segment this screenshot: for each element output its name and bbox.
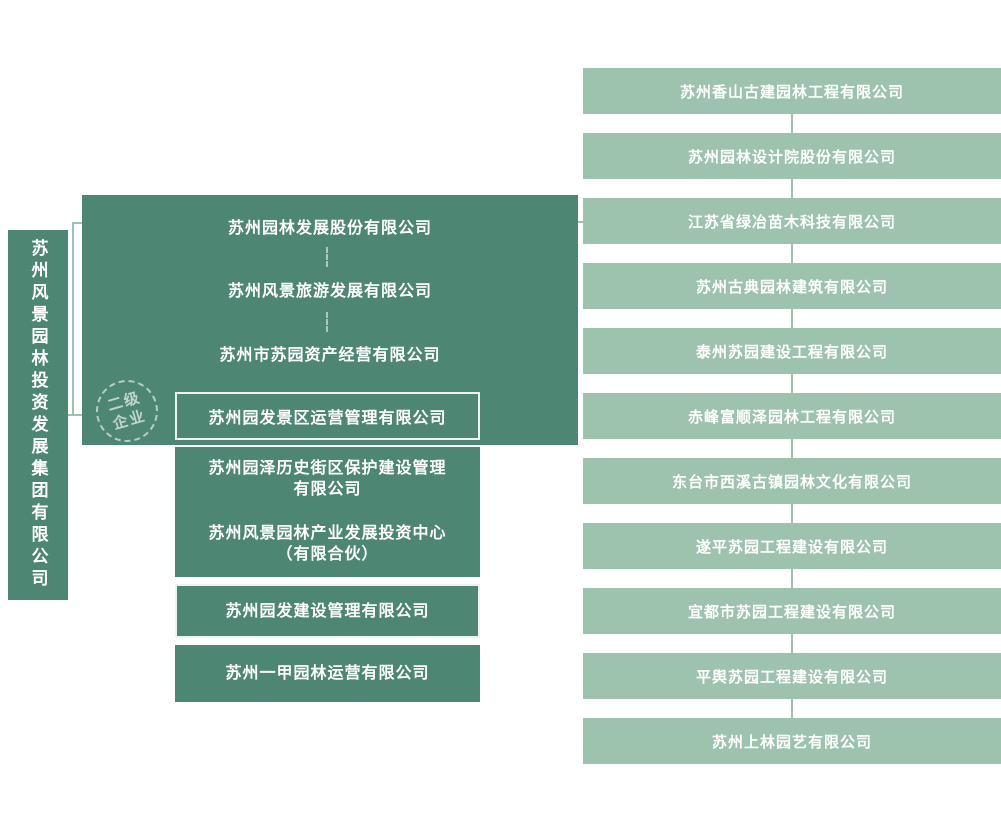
company-name: 苏州上林园艺有限公司	[711, 732, 872, 751]
company-name: 苏州园林设计院股份有限公司	[687, 147, 896, 166]
company-name: 苏州古典园林建筑有限公司	[695, 277, 888, 296]
level3-node: 遂平苏园工程建设有限公司	[583, 523, 1001, 569]
company-name: 苏州香山古建园林工程有限公司	[679, 82, 904, 101]
level2-node-outlined: 苏州园发建设管理有限公司	[175, 584, 480, 638]
level2-node: 苏州市苏园资产经营有限公司	[82, 321, 578, 385]
company-name: 苏州风景旅游发展有限公司	[227, 281, 432, 300]
connector-level3-line	[791, 114, 793, 133]
level3-node: 苏州古典园林建筑有限公司	[583, 263, 1001, 309]
level3-node: 泰州苏园建设工程有限公司	[583, 328, 1001, 374]
company-name: 苏州风景园林产业发展投资中心 （有限合伙）	[208, 523, 447, 563]
connector-panel-to-level3-line	[578, 221, 583, 223]
company-name: 遂平苏园工程建设有限公司	[695, 537, 888, 556]
level2-node-outlined: 苏州园发景区运营管理有限公司	[175, 392, 480, 440]
level3-node: 宜都市苏园工程建设有限公司	[583, 588, 1001, 634]
company-name: 苏州园发景区运营管理有限公司	[208, 408, 447, 427]
company-name: 苏州园发建设管理有限公司	[225, 600, 430, 620]
level2-node: 苏州风景旅游发展有限公司	[82, 257, 578, 321]
company-name: 苏州园林发展股份有限公司	[227, 218, 432, 237]
connector-root-top-line	[72, 222, 82, 224]
level3-node: 平舆苏园工程建设有限公司	[583, 653, 1001, 699]
connector-level3-line	[791, 569, 793, 588]
company-name: 宜都市苏园工程建设有限公司	[687, 602, 896, 621]
company-name: 苏州园泽历史街区保护建设管理 有限公司	[208, 458, 447, 498]
level3-node: 苏州上林园艺有限公司	[583, 718, 1001, 764]
level2-node: 苏州风景园林产业发展投资中心 （有限合伙）	[175, 511, 480, 577]
level3-node: 苏州园林设计院股份有限公司	[583, 133, 1001, 179]
connector-level3-line	[791, 374, 793, 393]
level3-node: 东台市西溪古镇园林文化有限公司	[583, 458, 1001, 504]
level3-node: 苏州香山古建园林工程有限公司	[583, 68, 1001, 114]
connector-root-to-panel-line	[68, 414, 82, 416]
root-company-label: 苏州风景园林投资发展集团有限公司	[27, 239, 48, 591]
level2-node: 苏州园泽历史街区保护建设管理 有限公司	[175, 447, 480, 511]
connector-level3-line	[791, 504, 793, 523]
company-name: 赤峰富顺泽园林工程有限公司	[687, 407, 896, 426]
level3-node: 赤峰富顺泽园林工程有限公司	[583, 393, 1001, 439]
dashed-separator	[326, 247, 328, 267]
company-name: 苏州市苏园资产经营有限公司	[219, 345, 441, 364]
company-name: 江苏省绿冶苗木科技有限公司	[687, 212, 896, 231]
company-name: 泰州苏园建设工程有限公司	[695, 342, 888, 361]
connector-level3-line	[791, 699, 793, 718]
connector-root-vertical-line	[72, 222, 74, 415]
connector-level3-line	[791, 179, 793, 198]
root-company-node: 苏州风景园林投资发展集团有限公司	[8, 230, 68, 600]
connector-level3-line	[791, 244, 793, 263]
dashed-separator	[326, 312, 328, 332]
connector-level3-line	[791, 634, 793, 653]
company-name: 苏州一甲园林运营有限公司	[225, 663, 430, 683]
company-name: 东台市西溪古镇园林文化有限公司	[671, 472, 912, 491]
company-name: 平舆苏园工程建设有限公司	[695, 667, 888, 686]
level2-node: 苏州一甲园林运营有限公司	[175, 645, 480, 702]
connector-level3-line	[791, 309, 793, 328]
level3-node: 江苏省绿冶苗木科技有限公司	[583, 198, 1001, 244]
level2-panel: 苏州园林发展股份有限公司 苏州风景旅游发展有限公司 苏州市苏园资产经营有限公司 …	[82, 195, 578, 445]
level2-node: 苏州园林发展股份有限公司	[82, 195, 578, 257]
connector-level3-line	[791, 439, 793, 458]
